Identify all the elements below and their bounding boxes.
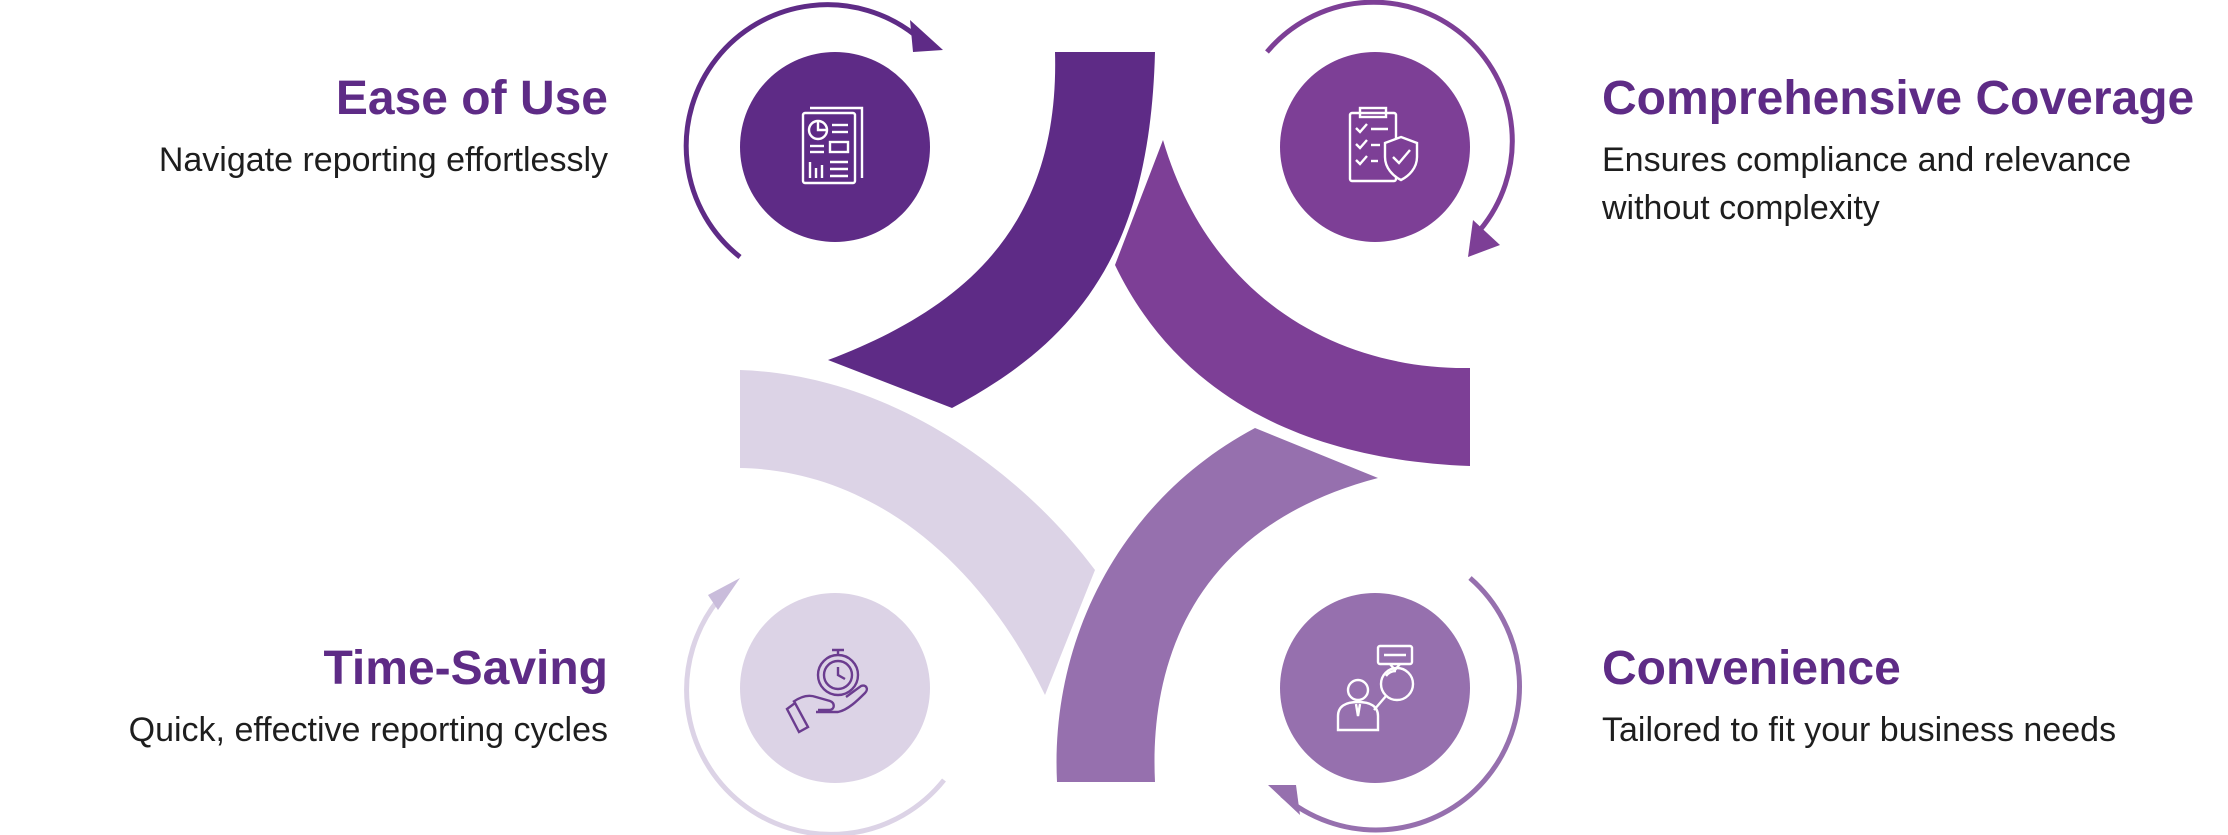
- quadrant-time-saving: Time-Saving Quick, effective reporting c…: [129, 640, 608, 754]
- arrowhead-ease: [910, 20, 943, 52]
- cycle-arrow-comp: [1265, 0, 1515, 232]
- quadrant-description: Tailored to fit your business needs: [1602, 711, 2117, 749]
- quadrant-title: Ease of Use: [335, 72, 608, 125]
- checklist-shield-icon: [1348, 106, 1419, 183]
- cycle-arrow-time: [684, 598, 946, 835]
- quadrant-description: Quick, effective reporting cycles: [128, 711, 608, 749]
- cycle-arrow-ease: [683, 2, 917, 259]
- quadrant-ease: Ease of Use Navigate reporting effortles…: [159, 70, 608, 184]
- icon-circle-conv: [1280, 593, 1470, 783]
- cycle-arrow-conv: [1280, 576, 1522, 833]
- quadrant-description: Ensures compliance and relevance without…: [1602, 141, 2132, 227]
- icon-circle-comp: [1280, 52, 1470, 242]
- user-magnifier-icon: [1336, 644, 1415, 732]
- report-document-icon: [801, 106, 864, 185]
- quadrant-title: Time-Saving: [323, 642, 608, 695]
- hand-stopwatch-icon: [785, 648, 869, 734]
- arc-segment-ease: [828, 52, 1155, 408]
- icon-circle-ease: [740, 52, 930, 242]
- quadrant-convenience: Convenience Tailored to fit your busines…: [1602, 640, 2116, 754]
- quadrant-title: Comprehensive Coverage: [1602, 72, 2195, 125]
- arrowhead-time: [708, 578, 740, 610]
- arc-segment-time: [740, 370, 1095, 695]
- quadrant-title: Convenience: [1602, 642, 1901, 695]
- quadrant-description: Navigate reporting effortlessly: [158, 141, 608, 179]
- arc-segment-comp: [1115, 140, 1470, 466]
- arrowhead-conv: [1268, 785, 1300, 815]
- arrowhead-comp: [1468, 220, 1500, 257]
- quadrant-comprehensive-coverage: Comprehensive Coverage Ensures complianc…: [1602, 70, 2202, 232]
- arc-segment-conv: [1056, 428, 1378, 782]
